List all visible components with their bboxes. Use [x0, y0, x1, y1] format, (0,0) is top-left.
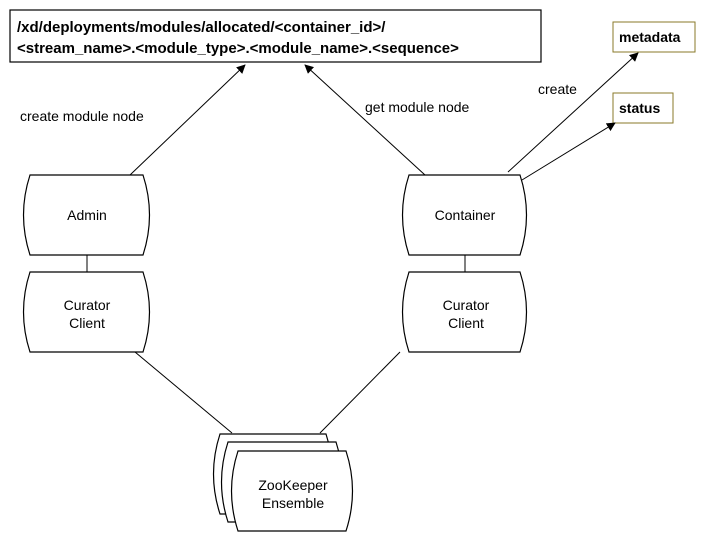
label-get-module-node: get module node — [365, 99, 470, 115]
left-curator-to-zookeeper-link — [134, 351, 233, 434]
container-to-metadata-arrow — [507, 52, 639, 173]
zookeeper-ensemble-node: ZooKeeper Ensemble — [212, 433, 354, 532]
metadata-node: metadata — [612, 21, 696, 53]
admin-label: Admin — [67, 207, 107, 223]
curator-right-line2: Client — [448, 315, 484, 331]
admin-node: Admin — [22, 174, 151, 256]
status-node: status — [612, 92, 674, 124]
admin-to-path-arrow — [129, 64, 246, 176]
container-label: Container — [435, 207, 496, 223]
curator-left-line1: Curator — [64, 297, 111, 313]
zookeeper-line2: Ensemble — [262, 495, 324, 511]
container-node: Container — [401, 174, 528, 256]
curator-left-line2: Client — [69, 315, 105, 331]
label-create-module-node: create module node — [20, 108, 144, 124]
zk-path-line1: /xd/deployments/modules/allocated/<conta… — [17, 19, 386, 36]
right-curator-to-zookeeper-link — [319, 351, 401, 434]
metadata-label: metadata — [619, 29, 681, 45]
zookeeper-stack-front — [230, 450, 354, 532]
status-label: status — [619, 100, 660, 116]
label-create: create — [538, 81, 577, 97]
zookeeper-line1: ZooKeeper — [258, 477, 328, 493]
curator-client-left-node: Curator Client — [22, 271, 151, 353]
container-to-path-arrow — [304, 64, 426, 176]
container-to-status-arrow — [521, 122, 616, 181]
zk-path-box: /xd/deployments/modules/allocated/<conta… — [9, 9, 542, 63]
curator-right-line1: Curator — [443, 297, 490, 313]
zk-path-line2: <stream_name>.<module_type>.<module_name… — [17, 40, 459, 57]
curator-client-right-node: Curator Client — [401, 271, 528, 353]
